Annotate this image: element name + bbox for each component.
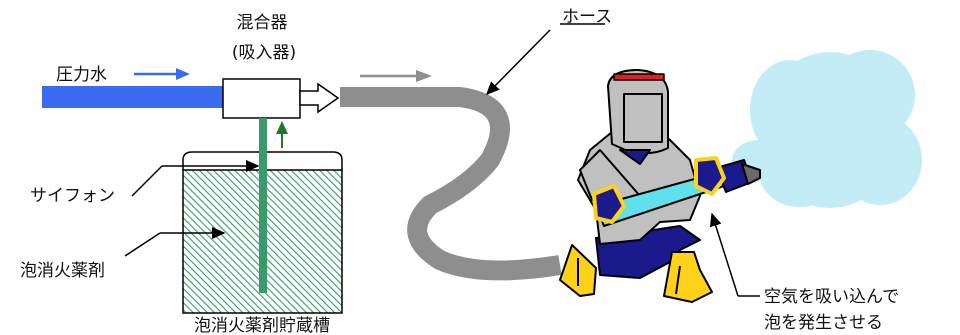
siphon-pipe <box>259 118 267 293</box>
foam-agent-label: 泡消火薬剤 <box>20 261 105 281</box>
visor <box>623 93 663 143</box>
helmet-band <box>613 73 665 81</box>
mixer-sub-label: (吸入器) <box>232 43 296 63</box>
glove-back <box>592 184 626 224</box>
water-flow-arrow <box>134 68 190 80</box>
glove-front <box>694 156 726 196</box>
hose <box>340 87 562 281</box>
hose-flow-arrow <box>360 70 432 82</box>
siphon-flow-arrow <box>276 121 288 148</box>
air-intake-pointer <box>709 212 739 297</box>
hose-pointer-2 <box>485 29 551 96</box>
firefighter <box>559 69 761 303</box>
foam-agent-pointer <box>124 232 161 257</box>
collar <box>619 149 651 165</box>
boot-front <box>663 251 713 303</box>
mixer-body <box>222 78 301 119</box>
hose-label: ホース <box>562 7 612 27</box>
pressure-water-label: 圧力水 <box>56 65 107 85</box>
mixer-outlet-arrow <box>299 82 340 114</box>
tank-label: 泡消火薬剤貯蔵槽 <box>194 316 330 335</box>
siphon-label: サイフォン <box>30 186 115 206</box>
siphon-pointer <box>131 165 163 197</box>
foam-cloud <box>732 50 922 208</box>
air-intake-label-2: 泡を発生させる <box>764 313 883 333</box>
air-intake-label-1: 空気を吸い込んで <box>764 287 899 307</box>
nozzle-end <box>741 163 761 185</box>
mixer-label: 混合器 <box>237 13 288 33</box>
pressure-water-pipe <box>42 86 224 108</box>
